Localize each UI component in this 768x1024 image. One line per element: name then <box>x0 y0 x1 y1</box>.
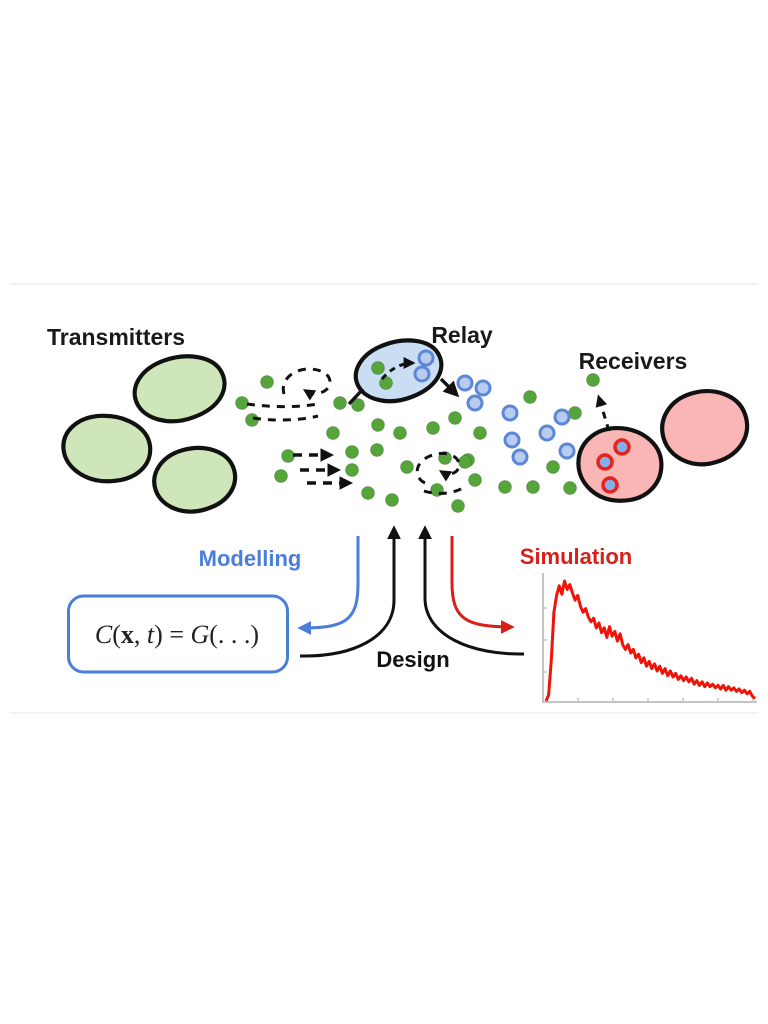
molecule-dot <box>333 396 347 410</box>
molecule-dot <box>326 426 340 440</box>
advection-arrows <box>293 448 354 490</box>
green-molecules <box>235 373 600 513</box>
modelling-label: Modelling <box>199 546 302 571</box>
simulation-label: Simulation <box>520 544 632 569</box>
molecule-dot <box>601 476 619 494</box>
receiver-cells <box>570 384 754 510</box>
swirl-tail <box>252 414 319 422</box>
molecule-dot <box>345 463 359 477</box>
molecule-dot <box>413 365 431 383</box>
molecule-dot <box>371 361 385 375</box>
diffusion-swirl-center <box>415 451 464 495</box>
molecule-dot <box>558 442 576 460</box>
molecule-dot <box>538 424 556 442</box>
molecule-dot <box>235 396 249 410</box>
design-arrow-right <box>418 525 525 656</box>
simulation-arrow <box>450 536 515 634</box>
molecule-dot <box>511 448 529 466</box>
molecule-dot <box>448 411 462 425</box>
simulation-curve <box>544 579 757 702</box>
molecule-dot <box>466 394 484 412</box>
molecule-dot <box>260 375 274 389</box>
transmitter-cell <box>126 346 233 431</box>
equation-text: C(x, t) = G(. . .) <box>95 620 259 649</box>
molecule-dot <box>474 379 492 397</box>
molecule-dot <box>546 460 560 474</box>
simulation-chart <box>542 573 757 703</box>
molecule-dot <box>451 499 465 513</box>
receiver-bound-molecules <box>596 438 631 494</box>
relay-green-molecules <box>371 361 393 390</box>
molecule-dot <box>526 480 540 494</box>
molecule-dot <box>553 408 571 426</box>
molecule-dot <box>501 404 519 422</box>
molecule-dot <box>503 431 521 449</box>
receiver-cell <box>656 384 754 471</box>
equation-frame <box>67 594 289 674</box>
chart-axes <box>542 573 757 703</box>
molecule-dot <box>468 473 482 487</box>
molecule-dot <box>400 460 414 474</box>
transmitter-cell <box>148 441 242 519</box>
diffusion-swirl-left <box>246 367 332 422</box>
relay-blue-molecules <box>413 349 435 383</box>
molecule-dot <box>563 481 577 495</box>
molecule-dot <box>458 455 472 469</box>
transmitter-cells <box>58 346 242 519</box>
molecule-dot <box>523 390 537 404</box>
relay-label: Relay <box>431 322 493 348</box>
chart-y-ticks <box>543 607 547 673</box>
molecule-dot <box>426 421 440 435</box>
relay-internal-arrow <box>380 357 416 380</box>
swirl-tail <box>423 486 464 495</box>
equation-box: C(x, t) = G(. . .) <box>67 594 289 674</box>
molecule-dot <box>393 426 407 440</box>
blue-molecules <box>456 374 576 466</box>
molecule-dot <box>370 443 384 457</box>
swirl-loop-arrow <box>415 451 461 485</box>
swirl-loop-arrow <box>281 367 332 401</box>
relay-release-arrow <box>439 377 460 398</box>
molecule-dot <box>456 374 474 392</box>
molecule-dot <box>498 480 512 494</box>
molecule-dot <box>281 449 295 463</box>
receiver-uptake-arrow <box>595 394 611 432</box>
design-label: Design <box>376 647 449 672</box>
receivers-label: Receivers <box>579 348 688 374</box>
design-arrow-left <box>299 525 401 658</box>
molecule-dot <box>274 469 288 483</box>
molecule-dot <box>361 486 375 500</box>
molecule-dot <box>586 373 600 387</box>
transmitters-label: Transmitters <box>47 324 185 350</box>
molecule-dot <box>417 349 435 367</box>
molecule-dot <box>351 398 365 412</box>
simulation-signal-line <box>544 579 757 702</box>
molecule-dot <box>385 493 399 507</box>
transmitter-cell <box>58 409 156 488</box>
molecule-dot <box>345 445 359 459</box>
molecule-dot <box>613 438 631 456</box>
molecule-dot <box>596 453 614 471</box>
modelling-arrow <box>297 536 360 635</box>
molecule-dot <box>371 418 385 432</box>
relay-uptake-line <box>347 387 365 406</box>
receiver-cell <box>570 419 669 510</box>
molecule-dot <box>473 426 487 440</box>
swirl-tail <box>246 402 319 409</box>
